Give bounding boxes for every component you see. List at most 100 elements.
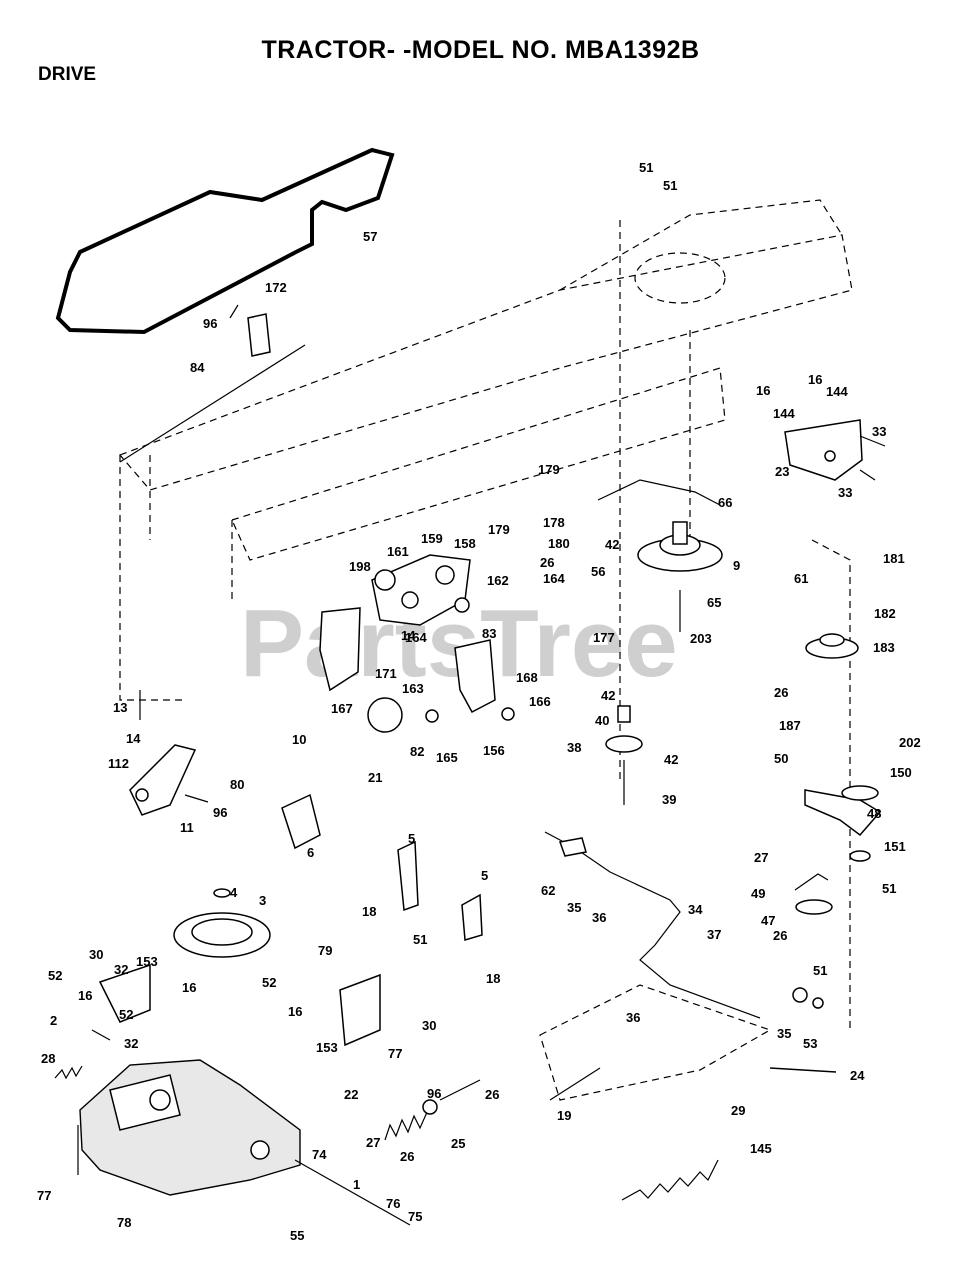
callout-53: 53 xyxy=(803,1036,817,1051)
callout-11: 11 xyxy=(180,820,194,835)
callout-203: 203 xyxy=(690,631,712,646)
callout-82: 82 xyxy=(410,744,424,759)
callout-79: 79 xyxy=(318,943,332,958)
callout-153: 153 xyxy=(316,1040,338,1055)
callout-26: 26 xyxy=(774,685,788,700)
callout-29: 29 xyxy=(731,1103,745,1118)
callout-83: 83 xyxy=(482,626,496,641)
callout-18: 18 xyxy=(486,971,500,986)
callout-150: 150 xyxy=(890,765,912,780)
callout-16: 16 xyxy=(288,1004,302,1019)
callout-167: 167 xyxy=(331,701,353,716)
callout-32: 32 xyxy=(114,962,128,977)
callout-179: 179 xyxy=(488,522,510,537)
callout-26: 26 xyxy=(773,928,787,943)
callout-151: 151 xyxy=(884,839,906,854)
callout-38: 38 xyxy=(567,740,581,755)
callout-26: 26 xyxy=(485,1087,499,1102)
callout-78: 78 xyxy=(117,1215,131,1230)
callout-19: 19 xyxy=(557,1108,571,1123)
callout-52: 52 xyxy=(262,975,276,990)
callout-56: 56 xyxy=(591,564,605,579)
callout-177: 177 xyxy=(593,630,615,645)
callout-77: 77 xyxy=(388,1046,402,1061)
callout-42: 42 xyxy=(601,688,615,703)
callout-74: 74 xyxy=(312,1147,327,1162)
callout-183: 183 xyxy=(873,640,895,655)
callout-202: 202 xyxy=(899,735,921,750)
callout-23: 23 xyxy=(775,464,789,479)
section-label: DRIVE xyxy=(38,64,97,85)
main-pulley xyxy=(173,888,271,958)
callout-159: 159 xyxy=(421,531,443,546)
callout-153: 153 xyxy=(136,954,158,969)
callout-55: 55 xyxy=(290,1228,304,1243)
callout-5: 5 xyxy=(481,868,488,883)
callout-96: 96 xyxy=(203,316,217,331)
callout-35: 35 xyxy=(567,900,581,915)
callout-161: 161 xyxy=(387,544,409,559)
callout-28: 28 xyxy=(41,1051,55,1066)
bracket-23 xyxy=(784,419,886,481)
callout-13: 13 xyxy=(113,700,127,715)
callout-9: 9 xyxy=(733,558,740,573)
lift-shaft xyxy=(539,831,837,1101)
callout-171: 171 xyxy=(375,666,397,681)
diagram-title: TRACTOR- -MODEL NO. MBA1392B xyxy=(261,36,700,64)
callout-35: 35 xyxy=(777,1026,791,1041)
spring-55 xyxy=(621,1159,719,1201)
rod-assembly xyxy=(119,304,306,463)
callout-25: 25 xyxy=(451,1136,465,1151)
callout-181: 181 xyxy=(883,551,905,566)
spring-25 xyxy=(384,1079,481,1141)
callout-39: 39 xyxy=(662,792,676,807)
callout-34: 34 xyxy=(688,902,703,917)
callout-75: 75 xyxy=(408,1209,422,1224)
callout-187: 187 xyxy=(779,718,801,733)
callout-16: 16 xyxy=(78,988,92,1003)
callout-labels: 5151571729684161614414433233317917817918… xyxy=(37,160,921,1243)
callout-1: 1 xyxy=(353,1177,360,1192)
callout-76: 76 xyxy=(386,1196,400,1211)
callout-32: 32 xyxy=(124,1036,138,1051)
callout-27: 27 xyxy=(366,1135,380,1150)
callout-27: 27 xyxy=(754,850,768,865)
callout-166: 166 xyxy=(529,694,551,709)
idler-bracket-48 xyxy=(794,785,882,915)
callout-77: 77 xyxy=(37,1188,51,1203)
callout-96: 96 xyxy=(213,805,227,820)
callout-156: 156 xyxy=(483,743,505,758)
callout-37: 37 xyxy=(707,927,721,942)
callout-42: 42 xyxy=(664,752,678,767)
callout-172: 172 xyxy=(265,280,287,295)
callout-96: 96 xyxy=(427,1086,441,1101)
callout-65: 65 xyxy=(707,595,721,610)
mount-brackets xyxy=(98,840,483,1047)
spring-2 xyxy=(54,1065,83,1080)
callout-40: 40 xyxy=(595,713,609,728)
transaxle xyxy=(77,1029,411,1226)
callout-3: 3 xyxy=(259,893,266,908)
lift-bracket xyxy=(129,690,321,850)
callout-66: 66 xyxy=(718,495,732,510)
callout-2: 2 xyxy=(50,1013,57,1028)
callout-61: 61 xyxy=(794,571,808,586)
callout-33: 33 xyxy=(872,424,886,439)
callout-112: 112 xyxy=(108,756,129,771)
drive-belt xyxy=(55,147,395,335)
callout-36: 36 xyxy=(626,1010,640,1025)
callout-144: 144 xyxy=(826,384,848,399)
callout-57: 57 xyxy=(363,229,377,244)
callout-5: 5 xyxy=(408,831,415,846)
callout-182: 182 xyxy=(874,606,896,621)
callout-198: 198 xyxy=(349,559,371,574)
callout-14: 14 xyxy=(401,628,416,643)
callout-51: 51 xyxy=(639,160,653,175)
callout-33: 33 xyxy=(838,485,852,500)
callout-164: 164 xyxy=(405,630,427,645)
callout-51: 51 xyxy=(413,932,427,947)
callout-164: 164 xyxy=(543,571,565,586)
callout-84: 84 xyxy=(190,360,205,375)
callout-30: 30 xyxy=(422,1018,436,1033)
